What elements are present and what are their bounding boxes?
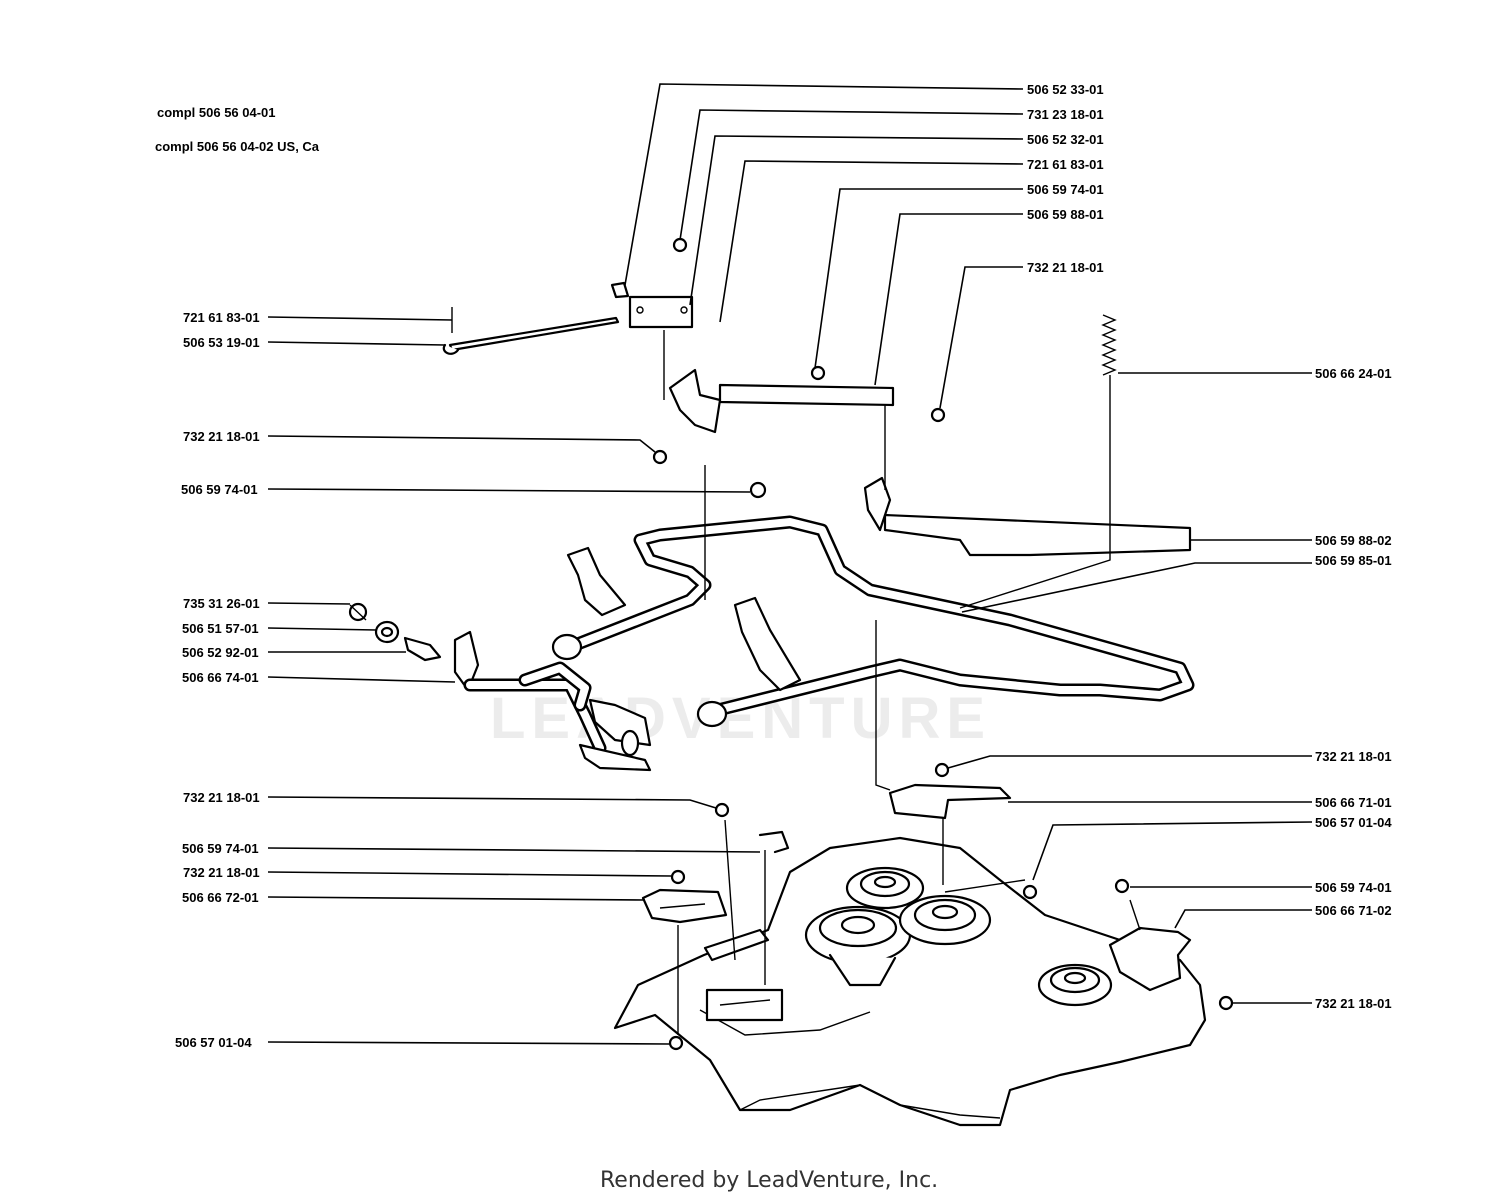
link-506-59-88-01 [668, 368, 895, 434]
callout-label: 506 59 74-01 [182, 841, 259, 856]
rod-506-53-19-01 [448, 316, 620, 352]
hardware-735-31-26-01 [348, 602, 368, 622]
callout-label: 506 52 92-01 [182, 645, 259, 660]
callout-label: 506 57 01-04 [175, 1035, 252, 1050]
leader-lines [267, 83, 1313, 1045]
hardware-506-52-92-01 [403, 636, 442, 662]
spring-506-66-24-01 [1101, 314, 1117, 530]
upper-adjuster-block [610, 237, 694, 329]
callout-label: 506 59 88-01 [1027, 207, 1104, 222]
callout-label: 721 61 83-01 [1027, 157, 1104, 172]
footer-credit: Rendered by LeadVenture, Inc. [600, 1168, 938, 1193]
callout-label: 506 66 74-01 [182, 670, 259, 685]
pulley-left [804, 905, 912, 987]
callout-label: 721 61 83-01 [183, 310, 260, 325]
nut-732-21-18-01-a [652, 449, 668, 465]
callout-label: 735 31 26-01 [183, 596, 260, 611]
nut-732-21-18-01-c [934, 762, 950, 778]
bolt-506-57-01-04-b [1022, 884, 1038, 900]
nut-732-21-18-01-b [930, 407, 946, 423]
callout-label: 506 59 85-01 [1315, 553, 1392, 568]
bolt-506-59-74-01-c [758, 830, 790, 854]
bolt-506-57-01-04-a [668, 1035, 684, 1051]
assembly-number-2: compl 506 56 04-02 US, Ca [155, 139, 320, 154]
callout-label: 506 51 57-01 [182, 621, 259, 636]
lift-frame [551, 515, 1195, 728]
callout-label: 506 59 74-01 [181, 482, 258, 497]
callout-label: 732 21 18-01 [183, 790, 260, 805]
nut-732-21-18-01-e [670, 869, 686, 885]
callout-label: 506 59 74-01 [1027, 182, 1104, 197]
nut-732-21-18-01-f [1218, 995, 1234, 1011]
bracket-506-66-71-01 [888, 783, 1012, 820]
hardware-506-51-57-01 [374, 620, 400, 644]
callout-label: 506 66 72-01 [182, 890, 259, 905]
callout-label: 731 23 18-01 [1027, 107, 1104, 122]
callout-label: 506 52 33-01 [1027, 82, 1104, 97]
pulley-center [898, 894, 992, 946]
bracket-506-66-71-02 [1108, 926, 1192, 992]
callout-label: 506 59 74-01 [1315, 880, 1392, 895]
pulley-right [1037, 963, 1113, 1007]
bolt-506-59-74-01-d [1114, 878, 1130, 894]
callout-label: 732 21 18-01 [1315, 996, 1392, 1011]
watermark-text: LEADVENTURE [490, 686, 991, 751]
callout-label: 506 52 32-01 [1027, 132, 1104, 147]
callout-label: 506 53 19-01 [183, 335, 260, 350]
assembly-number-1: compl 506 56 04-01 [157, 105, 276, 120]
mower-deck [613, 836, 1207, 1127]
callout-label: 732 21 18-01 [1315, 749, 1392, 764]
callout-labels: 506 52 33-01 731 23 18-01 506 52 32-01 7… [175, 82, 1392, 1050]
callout-label: 506 66 71-01 [1315, 795, 1392, 810]
front-axle-assembly [453, 630, 652, 772]
callout-label: 732 21 18-01 [1027, 260, 1104, 275]
callout-label: 506 66 24-01 [1315, 366, 1392, 381]
bolt-506-59-74-01-b [810, 365, 826, 381]
link-506-59-88-02 [863, 476, 1192, 557]
pulley-top [845, 866, 925, 910]
callout-label: 506 59 88-02 [1315, 533, 1392, 548]
callout-label: 732 21 18-01 [183, 865, 260, 880]
nut-732-21-18-01-d [714, 802, 730, 818]
callout-label: 506 57 01-04 [1315, 815, 1392, 830]
bolt-506-59-74-01-a [749, 481, 767, 499]
callout-label: 732 21 18-01 [183, 429, 260, 444]
callout-label: 506 66 71-02 [1315, 903, 1392, 918]
